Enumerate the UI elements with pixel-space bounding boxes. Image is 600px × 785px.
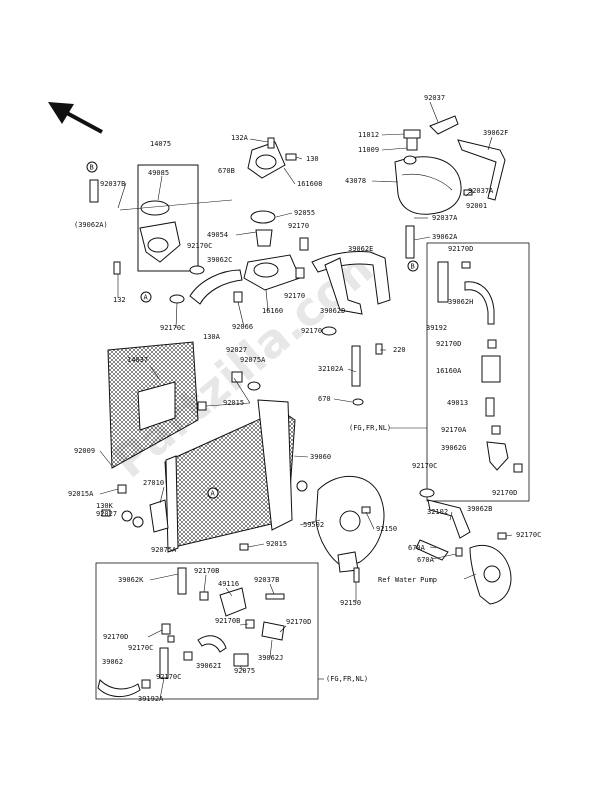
part-label: 220: [393, 346, 406, 354]
part-label: 92015: [223, 399, 244, 407]
leader-lines: [99, 101, 513, 700]
part-label: 92015A: [68, 490, 94, 498]
part-label: (FG,FR,NL): [349, 424, 391, 432]
part-label: 92170C: [128, 644, 153, 652]
callout-A-radiator: A: [207, 487, 219, 499]
part-label: 39062K: [118, 576, 144, 584]
callout-B-top: B: [86, 161, 98, 173]
part-label: 59502: [303, 521, 324, 529]
part-label: 39062F: [483, 129, 508, 137]
part-label: 92170D: [103, 633, 128, 641]
part-label: 92150: [376, 525, 397, 533]
part-label: 92170C: [187, 242, 212, 250]
part-label: 92027: [96, 510, 117, 518]
part-label: 92037A: [468, 187, 494, 195]
part-label: 92027: [226, 346, 247, 354]
part-label: Ref Water Pump: [378, 576, 437, 584]
part-label: 92170B: [215, 617, 240, 625]
part-label: 39062J: [258, 654, 283, 662]
part-label: 130K: [96, 502, 114, 510]
right-subassembly: [426, 242, 530, 502]
callout-B-right: B: [407, 260, 419, 272]
part-label: 92170A: [441, 426, 467, 434]
part-label: 49085: [148, 169, 169, 177]
part-label: (FG,FR,NL): [326, 675, 368, 683]
part-label: 92037: [424, 94, 445, 102]
part-label: 92170C: [412, 462, 437, 470]
part-label: 670B: [218, 167, 235, 175]
part-label: 39192: [426, 324, 447, 332]
part-label: 92075A: [240, 356, 266, 364]
thermostat-housing-group: [89, 137, 391, 406]
part-label: 92170D: [448, 245, 473, 253]
part-label: 92075A: [151, 546, 177, 554]
part-label: 92009: [74, 447, 95, 455]
part-label: 92170: [284, 292, 305, 300]
part-label: 132A: [231, 134, 249, 142]
part-label: 92170D: [286, 618, 311, 626]
part-label: 43078: [345, 177, 366, 185]
part-label: 92170D: [436, 340, 461, 348]
part-label: 161608: [297, 180, 322, 188]
part-label: 670A: [417, 556, 435, 564]
part-label: 14037: [127, 356, 148, 364]
part-label: 49116: [218, 580, 239, 588]
part-label: 39062H: [448, 298, 473, 306]
water-pump-group: [315, 476, 512, 605]
part-label: 92001: [466, 202, 487, 210]
part-label: 49054: [207, 231, 228, 239]
part-label: 92170D: [492, 489, 517, 497]
part-label: 92170: [288, 222, 309, 230]
part-label: 92170: [301, 327, 322, 335]
part-label: 92037B: [254, 576, 279, 584]
part-label: 32102A: [318, 365, 344, 373]
part-label: 92037A: [432, 214, 458, 222]
part-label: 16160: [262, 307, 283, 315]
part-label: 49013: [447, 399, 468, 407]
part-label: 92037B: [100, 180, 125, 188]
part-label: 11009: [358, 146, 379, 154]
part-label: (39062A): [74, 221, 108, 229]
part-label: 92170C: [516, 531, 541, 539]
part-label: 92015: [266, 540, 287, 548]
part-label: 39062B: [467, 505, 492, 513]
part-label: 92055: [294, 209, 315, 217]
part-label: 39192A: [138, 695, 164, 703]
lower-subassembly: [95, 562, 319, 700]
part-label: 27010: [143, 479, 164, 487]
part-label: 130: [306, 155, 319, 163]
part-label: 92150: [340, 599, 361, 607]
part-label: 39062C: [207, 256, 232, 264]
reserve-tank-group: [394, 115, 506, 259]
part-label: 11012: [358, 131, 379, 139]
front-direction-arrow: [48, 102, 103, 134]
part-label: 39062D: [320, 307, 345, 315]
part-label: 92075: [234, 667, 255, 675]
part-label: 39062G: [441, 444, 466, 452]
part-label: 39062A: [432, 233, 458, 241]
part-label: 130A: [203, 333, 221, 341]
svg-text:A: A: [144, 294, 149, 302]
part-labels: 92037 39062F 11012 11009 43078 92037A 92…: [68, 94, 541, 703]
part-label: 32102: [427, 508, 448, 516]
part-label: 132: [113, 296, 126, 304]
part-label: 16160A: [436, 367, 462, 375]
part-label: 39062: [102, 658, 123, 666]
part-label: 92066: [232, 323, 253, 331]
svg-text:B: B: [411, 263, 415, 271]
part-label: 14075: [150, 140, 171, 148]
part-label: 39062E: [348, 245, 373, 253]
svg-text:B: B: [90, 164, 94, 172]
callout-A-left: A: [140, 291, 152, 303]
part-label: 39062I: [196, 662, 221, 670]
part-label: 670A: [408, 544, 426, 552]
svg-text:A: A: [211, 490, 216, 498]
part-label: 670: [318, 395, 331, 403]
part-label: 92170C: [156, 673, 181, 681]
part-label: 92170C: [160, 324, 185, 332]
part-label: 92170B: [194, 567, 219, 575]
part-label: 39060: [310, 453, 331, 461]
